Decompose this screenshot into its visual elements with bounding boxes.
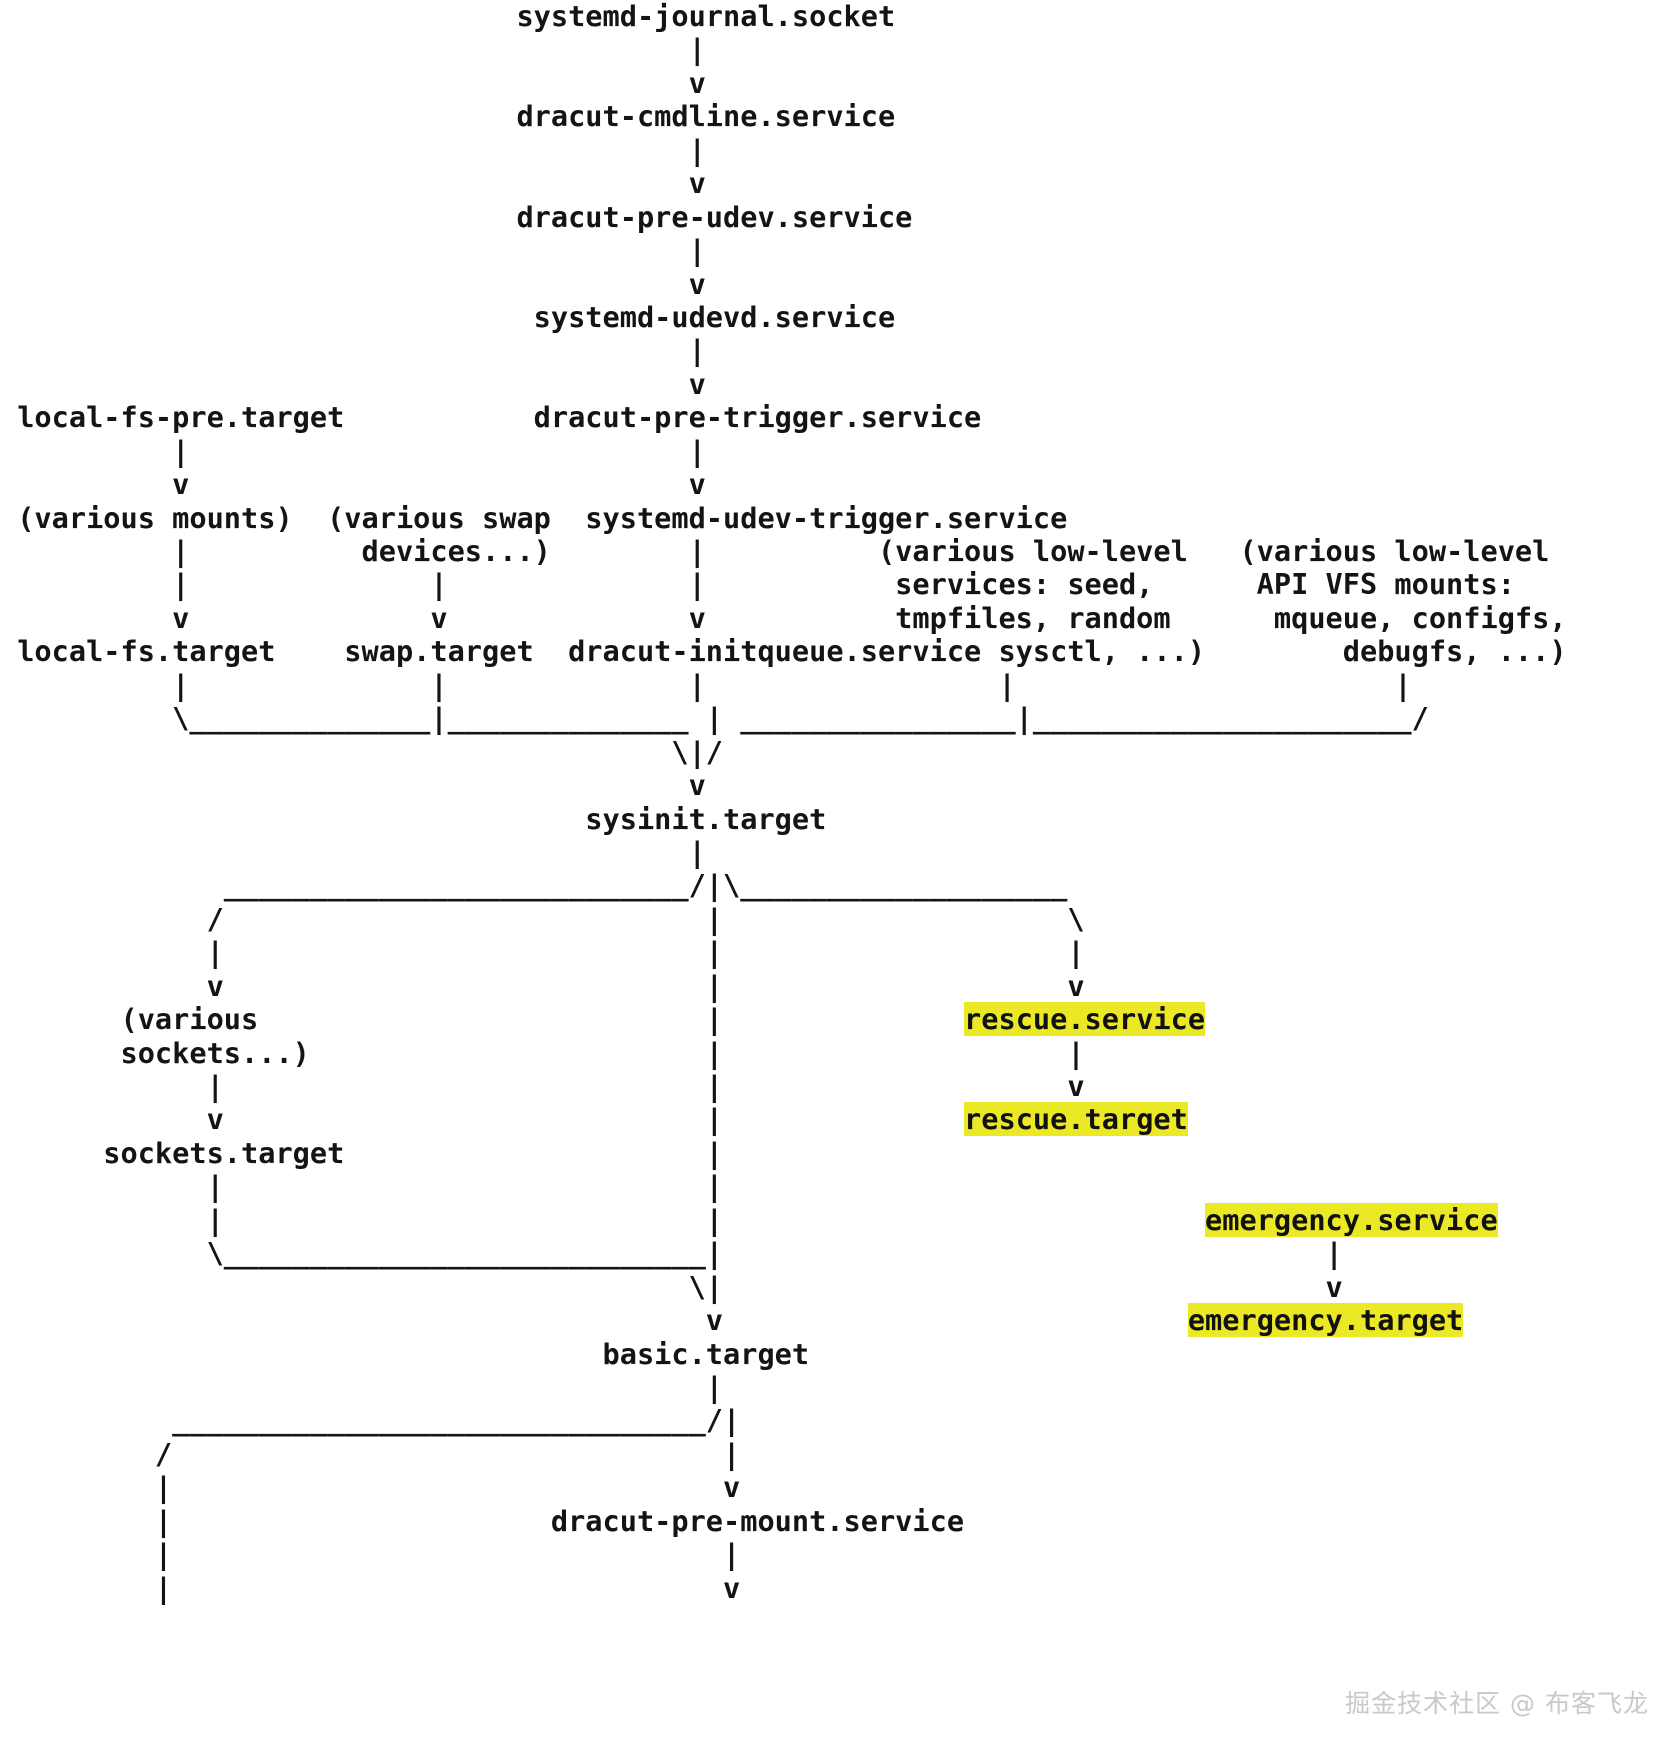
ascii-row: | — [0, 132, 706, 167]
ascii-row: | | v — [0, 1069, 1085, 1103]
ascii-row: v | v — [0, 968, 1085, 1003]
ascii-row: ___________________________/|\__________… — [0, 868, 1068, 903]
ascii-row: | v — [0, 1470, 741, 1505]
ascii-row: (various mounts) (various swap systemd-u… — [0, 500, 1068, 535]
ascii-row: / | — [0, 1436, 741, 1471]
ascii-row: | | emergency.service — [0, 1202, 1498, 1237]
ascii-row: | | — [0, 1537, 741, 1572]
ascii-row: | — [0, 1369, 724, 1404]
ascii-row: local-fs-pre.target dracut-pre-trigger.s… — [0, 400, 982, 435]
ascii-row: dracut-cmdline.service — [0, 99, 896, 134]
highlighted-node-rescue-service: rescue.service — [964, 1002, 1206, 1037]
ascii-row: \____________________________| | — [0, 1236, 1343, 1271]
ascii-row: systemd-udevd.service — [0, 299, 896, 334]
ascii-row: / | \ — [0, 901, 1085, 936]
ascii-row: v emergency.target — [0, 1303, 1464, 1338]
ascii-row: sockets.target | — [0, 1135, 724, 1170]
ascii-row: basic.target — [0, 1336, 810, 1371]
ascii-row: local-fs.target swap.target dracut-initq… — [0, 634, 1567, 669]
ascii-row: v — [0, 266, 706, 301]
ascii-row: v — [0, 65, 706, 100]
ascii-row: | — [0, 32, 706, 67]
ascii-row: v — [0, 366, 706, 401]
highlighted-node-emergency-service: emergency.service — [1205, 1202, 1498, 1237]
ascii-row: v v v tmpfiles, random mqueue, configfs, — [0, 600, 1567, 635]
ascii-row: v — [0, 166, 706, 201]
watermark-label: 掘金技术社区 @ 布客飞龙 — [1345, 1689, 1649, 1718]
ascii-row: | — [0, 233, 706, 268]
ascii-row: sysinit.target — [0, 801, 827, 836]
ascii-row: _______________________________/| — [0, 1403, 741, 1438]
ascii-row: | — [0, 333, 706, 368]
ascii-row: | | | — [0, 935, 1085, 970]
ascii-row: (various | rescue.service — [0, 1002, 1206, 1037]
highlighted-node-emergency-target: emergency.target — [1187, 1303, 1464, 1338]
ascii-row: \| v — [0, 1269, 1343, 1304]
ascii-row: | | | services: seed, API VFS mounts: — [0, 567, 1515, 602]
systemd-bootup-ascii-diagram: systemd-journal.socket | v dracut-cmdlin… — [0, 0, 1567, 1605]
ascii-row: | devices...) | (various low-level (vari… — [0, 534, 1550, 568]
ascii-row: v — [0, 768, 706, 803]
ascii-row: | — [0, 834, 706, 869]
ascii-row: \|/ — [0, 734, 724, 769]
ascii-row: dracut-pre-udev.service — [0, 199, 913, 234]
ascii-row: sockets...) | | — [0, 1035, 1085, 1070]
ascii-row: \______________|______________ | _______… — [0, 701, 1429, 736]
ascii-row: | v — [0, 1570, 741, 1605]
ascii-row: | | | | | — [0, 667, 1412, 702]
ascii-row: | | — [0, 433, 706, 468]
ascii-row: | dracut-pre-mount.service — [0, 1503, 965, 1538]
ascii-row: v v — [0, 467, 706, 502]
ascii-row: systemd-journal.socket — [0, 0, 896, 33]
ascii-row: v | rescue.target — [0, 1102, 1188, 1137]
highlighted-node-rescue-target: rescue.target — [964, 1102, 1188, 1137]
ascii-row: | | — [0, 1169, 724, 1204]
